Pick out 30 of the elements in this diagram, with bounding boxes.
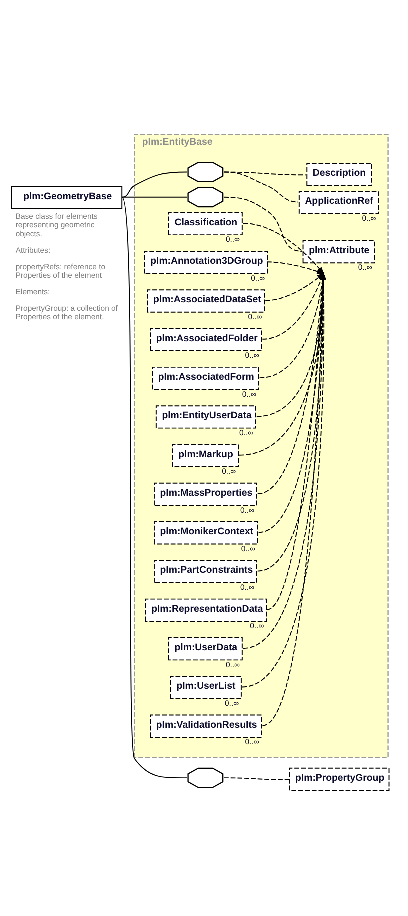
connector	[224, 196, 303, 252]
node-label: Base class for elements representing geometric objects.	[16, 212, 98, 238]
node-label: 0..∞	[240, 505, 255, 514]
node-label: 0..∞	[240, 582, 255, 592]
node-label: propertyRefs: reference to Properties of the element	[16, 262, 106, 280]
node-label: 0..∞	[226, 660, 240, 669]
node-label: PropertyGroup: a collection of Properties of the element.	[16, 303, 118, 322]
node-label: 0..∞	[245, 350, 260, 360]
node-label: 0..∞	[245, 737, 260, 746]
node-octagon	[188, 767, 224, 788]
node-label: 0..∞	[226, 234, 240, 244]
node-label: 0..∞	[222, 466, 236, 476]
connector	[122, 196, 188, 198]
node-label: 0..∞	[251, 273, 266, 282]
node-label: 0..∞	[225, 698, 240, 708]
node-label: 0..∞	[358, 262, 372, 272]
node-label: 0..∞	[242, 389, 256, 398]
node-octagon	[188, 186, 224, 208]
node-label: Attributes:	[16, 245, 51, 254]
node-label: 0..∞	[362, 213, 376, 222]
node-label: 0..∞	[248, 312, 262, 322]
connector	[122, 171, 188, 198]
connector	[122, 196, 188, 778]
node-octagon	[188, 162, 224, 182]
connector	[224, 777, 290, 780]
node-label: 0..∞	[241, 544, 256, 553]
node-label: 0..∞	[240, 428, 254, 437]
node-label: Elements:	[16, 286, 50, 296]
connector	[224, 171, 307, 176]
node-label: 0..∞	[250, 621, 264, 630]
